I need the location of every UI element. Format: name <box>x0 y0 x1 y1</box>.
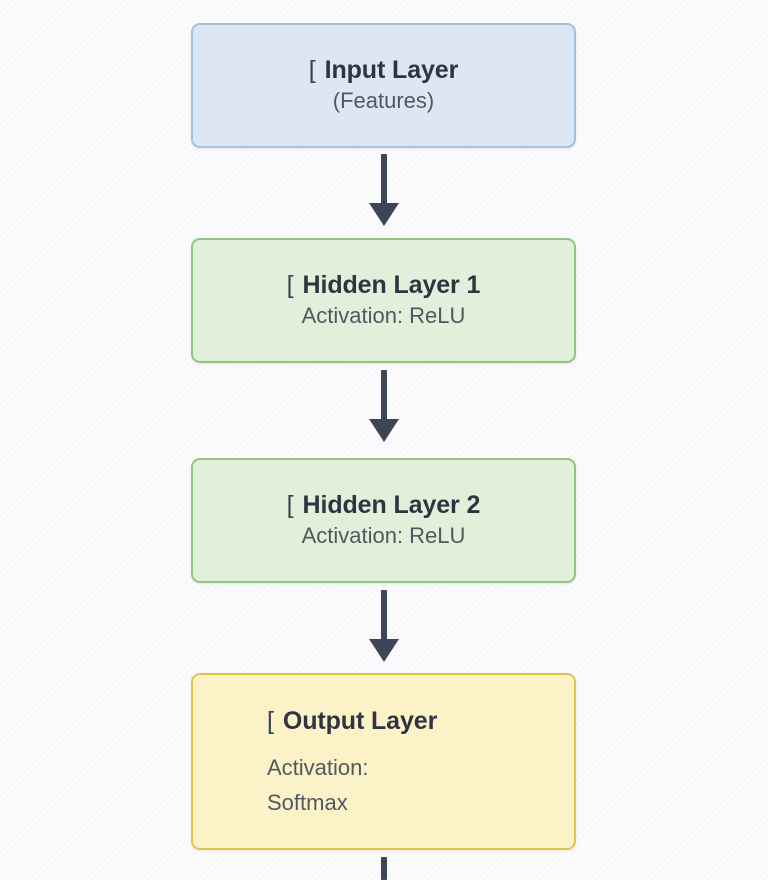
bracket-glyph-icon: [ <box>286 491 294 520</box>
node-hidden-layer-1-subtitle: Activation: ReLU <box>301 302 466 328</box>
node-hidden-layer-2[interactable]: [ Hidden Layer 2 Activation: ReLU <box>191 458 576 583</box>
arrow-stem <box>381 370 387 422</box>
arrow-stem <box>381 857 387 880</box>
bracket-glyph-icon: [ <box>286 271 294 300</box>
node-input-layer-title: [ Input Layer <box>309 55 459 87</box>
bracket-glyph-icon: [ <box>267 707 274 736</box>
node-output-layer-subtitle-line2: Softmax <box>267 790 348 816</box>
node-output-layer[interactable]: [ Output Layer Activation: Softmax <box>191 673 576 850</box>
node-output-layer-subtitle-line1: Activation: <box>267 754 369 780</box>
node-hidden-layer-2-title-text: Hidden Layer 2 <box>302 491 481 520</box>
node-input-layer-subtitle: (Features) <box>332 87 435 113</box>
node-hidden-layer-1[interactable]: [ Hidden Layer 1 Activation: ReLU <box>191 238 576 363</box>
bracket-glyph-icon: [ <box>308 56 316 85</box>
node-input-layer-title-text: Input Layer <box>324 56 459 85</box>
node-hidden-layer-2-subtitle: Activation: ReLU <box>301 522 466 548</box>
arrow-head-icon <box>369 639 399 662</box>
node-output-layer-title-text: Output Layer <box>282 707 438 736</box>
node-hidden-layer-1-title-text: Hidden Layer 1 <box>302 271 481 300</box>
arrow-head-icon <box>369 203 399 226</box>
arrow-head-icon <box>369 419 399 442</box>
node-output-layer-title: [ Output Layer <box>267 706 437 738</box>
node-hidden-layer-2-title: [ Hidden Layer 2 <box>287 490 481 522</box>
arrow-stem <box>381 590 387 642</box>
arrow-stem <box>381 154 387 206</box>
node-input-layer[interactable]: [ Input Layer (Features) <box>191 23 576 148</box>
node-hidden-layer-1-title: [ Hidden Layer 1 <box>287 270 481 302</box>
